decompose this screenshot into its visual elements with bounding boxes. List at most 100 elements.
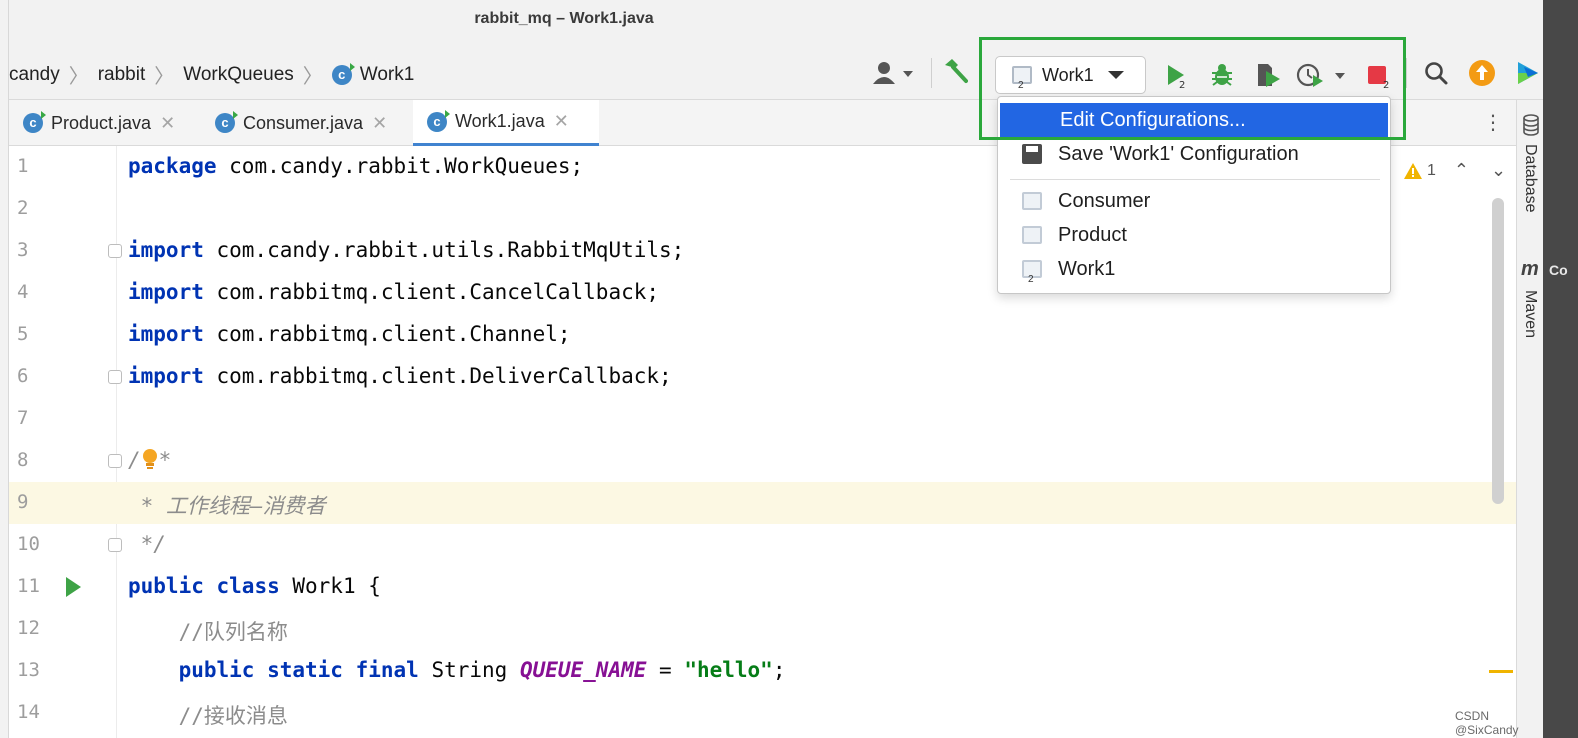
java-class-icon: c bbox=[331, 62, 355, 85]
stop-button[interactable]: 2 bbox=[1363, 60, 1393, 90]
line-number: 12 bbox=[17, 617, 40, 639]
user-icon bbox=[873, 62, 913, 84]
database-tool-button[interactable]: Database bbox=[1522, 144, 1539, 213]
fold-icon[interactable] bbox=[108, 244, 122, 258]
window-title: rabbit_mq – Work1.java bbox=[474, 10, 654, 27]
code-line: 7 bbox=[9, 398, 1516, 440]
vcs-user-button[interactable] bbox=[869, 58, 917, 88]
code-line: 13 public static final String QUEUE_NAME… bbox=[9, 650, 1516, 692]
vertical-scrollbar[interactable] bbox=[1492, 198, 1504, 504]
tab-product[interactable]: c Product.java ✕ bbox=[9, 100, 201, 146]
code-line: 12 //队列名称 bbox=[9, 608, 1516, 650]
code-line: 14 //接收消息 bbox=[9, 692, 1516, 734]
config-item-consumer[interactable]: Consumer bbox=[998, 184, 1390, 218]
watermark: CSDN @SixCandy bbox=[1455, 709, 1519, 737]
navigation-bar: candy 〉 rabbit 〉 WorkQueues 〉 c Work1 bbox=[9, 42, 1544, 100]
run-configuration-selector[interactable]: 2 Work1 bbox=[995, 56, 1146, 94]
profile-button[interactable] bbox=[1295, 60, 1351, 90]
code-line: 2 bbox=[9, 188, 1516, 230]
run-config-icon bbox=[1022, 192, 1042, 210]
line-number: 1 bbox=[17, 155, 29, 177]
close-icon[interactable]: ✕ bbox=[160, 112, 176, 133]
save-configuration-item[interactable]: Save 'Work1' Configuration bbox=[998, 137, 1390, 171]
breadcrumb-item[interactable]: rabbit bbox=[97, 63, 146, 85]
line-number: 8 bbox=[17, 449, 29, 471]
search-button[interactable] bbox=[1421, 58, 1451, 88]
toolbar-divider bbox=[1406, 58, 1407, 88]
bug-icon bbox=[1212, 64, 1232, 86]
code-text: public static final String QUEUE_NAME = … bbox=[178, 658, 786, 682]
warning-stripe-marker[interactable] bbox=[1489, 670, 1513, 673]
toolbox-logo-icon bbox=[1518, 62, 1538, 84]
caret-down-icon bbox=[1107, 71, 1124, 79]
run-icon: 2 bbox=[1168, 65, 1185, 89]
fold-icon[interactable] bbox=[108, 538, 122, 552]
line-number: 3 bbox=[17, 239, 29, 261]
fold-icon[interactable] bbox=[108, 370, 122, 384]
menu-item-label: Save 'Work1' Configuration bbox=[1058, 142, 1299, 165]
tab-work1[interactable]: c Work1.java ✕ bbox=[413, 100, 599, 146]
menu-item-label: Consumer bbox=[1058, 189, 1151, 212]
run-config-popup: Edit Configurations... Save 'Work1' Conf… bbox=[997, 96, 1391, 294]
toolbar-divider bbox=[931, 58, 932, 88]
tab-consumer[interactable]: c Consumer.java ✕ bbox=[201, 100, 413, 146]
breadcrumb-item[interactable]: WorkQueues bbox=[183, 63, 294, 85]
config-item-work1[interactable]: 2 Work1 bbox=[998, 252, 1390, 286]
config-item-product[interactable]: Product bbox=[998, 218, 1390, 252]
tab-label: Consumer.java bbox=[243, 112, 364, 133]
debug-button[interactable] bbox=[1207, 60, 1237, 90]
more-options-icon[interactable]: ⋮ bbox=[1483, 112, 1503, 134]
svg-text:2: 2 bbox=[1179, 80, 1185, 89]
code-text: import com.rabbitmq.client.Channel; bbox=[128, 322, 571, 346]
line-number: 9 bbox=[17, 491, 29, 513]
run-gutter-icon[interactable] bbox=[66, 577, 81, 597]
chevron-down-icon[interactable]: ⌄ bbox=[1491, 160, 1507, 180]
code-text: */ bbox=[128, 532, 166, 556]
run-config-label: Work1 bbox=[1042, 64, 1094, 85]
ide-window: rabbit_mq – Work1.java candy 〉 rabbit 〉 … bbox=[8, 0, 1544, 738]
menu-separator bbox=[1010, 179, 1380, 180]
inspection-widget[interactable]: 1 ⌃ ⌄ bbox=[1403, 160, 1506, 181]
code-line: 5 import com.rabbitmq.client.Channel; bbox=[9, 314, 1516, 356]
line-number: 13 bbox=[17, 659, 40, 681]
code-text: public class Work1 { bbox=[128, 574, 381, 598]
background-text: Co bbox=[1549, 262, 1568, 278]
code-text: import com.candy.rabbit.utils.RabbitMqUt… bbox=[128, 238, 685, 262]
code-text: //接收消息 bbox=[128, 704, 288, 728]
editor-gutter bbox=[9, 146, 117, 738]
code-text: /* bbox=[128, 448, 172, 472]
edit-configurations-item[interactable]: Edit Configurations... bbox=[1000, 103, 1388, 137]
coverage-button[interactable] bbox=[1253, 60, 1283, 90]
breadcrumb-item[interactable]: Work1 bbox=[359, 63, 415, 85]
chevron-right-icon: 〉 bbox=[302, 66, 323, 88]
maven-icon: m bbox=[1521, 258, 1539, 280]
code-text: package com.candy.rabbit.WorkQueues; bbox=[128, 154, 584, 178]
line-number: 7 bbox=[17, 407, 29, 429]
maven-tool-button[interactable]: Maven bbox=[1522, 290, 1539, 339]
chevron-up-icon[interactable]: ⌃ bbox=[1453, 160, 1469, 180]
title-bar: rabbit_mq – Work1.java bbox=[9, 0, 1544, 42]
java-class-icon: c bbox=[215, 111, 238, 133]
coverage-icon bbox=[1258, 64, 1280, 87]
fold-icon[interactable] bbox=[108, 454, 122, 468]
line-number: 14 bbox=[17, 701, 40, 723]
run-button[interactable]: 2 bbox=[1161, 60, 1191, 90]
chevron-right-icon: 〉 bbox=[154, 66, 175, 88]
build-button[interactable] bbox=[939, 56, 969, 86]
code-line: 10 */ bbox=[9, 524, 1516, 566]
tab-label: Product.java bbox=[51, 112, 152, 133]
run-config-icon bbox=[1022, 226, 1042, 244]
warning-count: 1 bbox=[1427, 161, 1436, 179]
update-button[interactable] bbox=[1467, 58, 1497, 88]
code-line: 8 /* bbox=[9, 440, 1516, 482]
breadcrumb: candy 〉 rabbit 〉 WorkQueues 〉 c Work1 bbox=[9, 60, 414, 89]
code-line: 3 import com.candy.rabbit.utils.RabbitMq… bbox=[9, 230, 1516, 272]
run-config-icon: 2 bbox=[1012, 66, 1032, 91]
lightbulb-icon[interactable] bbox=[141, 448, 159, 469]
breadcrumb-item[interactable]: candy bbox=[9, 63, 60, 85]
chevron-right-icon: 〉 bbox=[68, 66, 89, 88]
menu-item-label: Product bbox=[1058, 223, 1127, 246]
close-icon[interactable]: ✕ bbox=[372, 112, 388, 133]
close-icon[interactable]: ✕ bbox=[553, 111, 569, 131]
jetbrains-toolbox-button[interactable] bbox=[1513, 58, 1543, 88]
